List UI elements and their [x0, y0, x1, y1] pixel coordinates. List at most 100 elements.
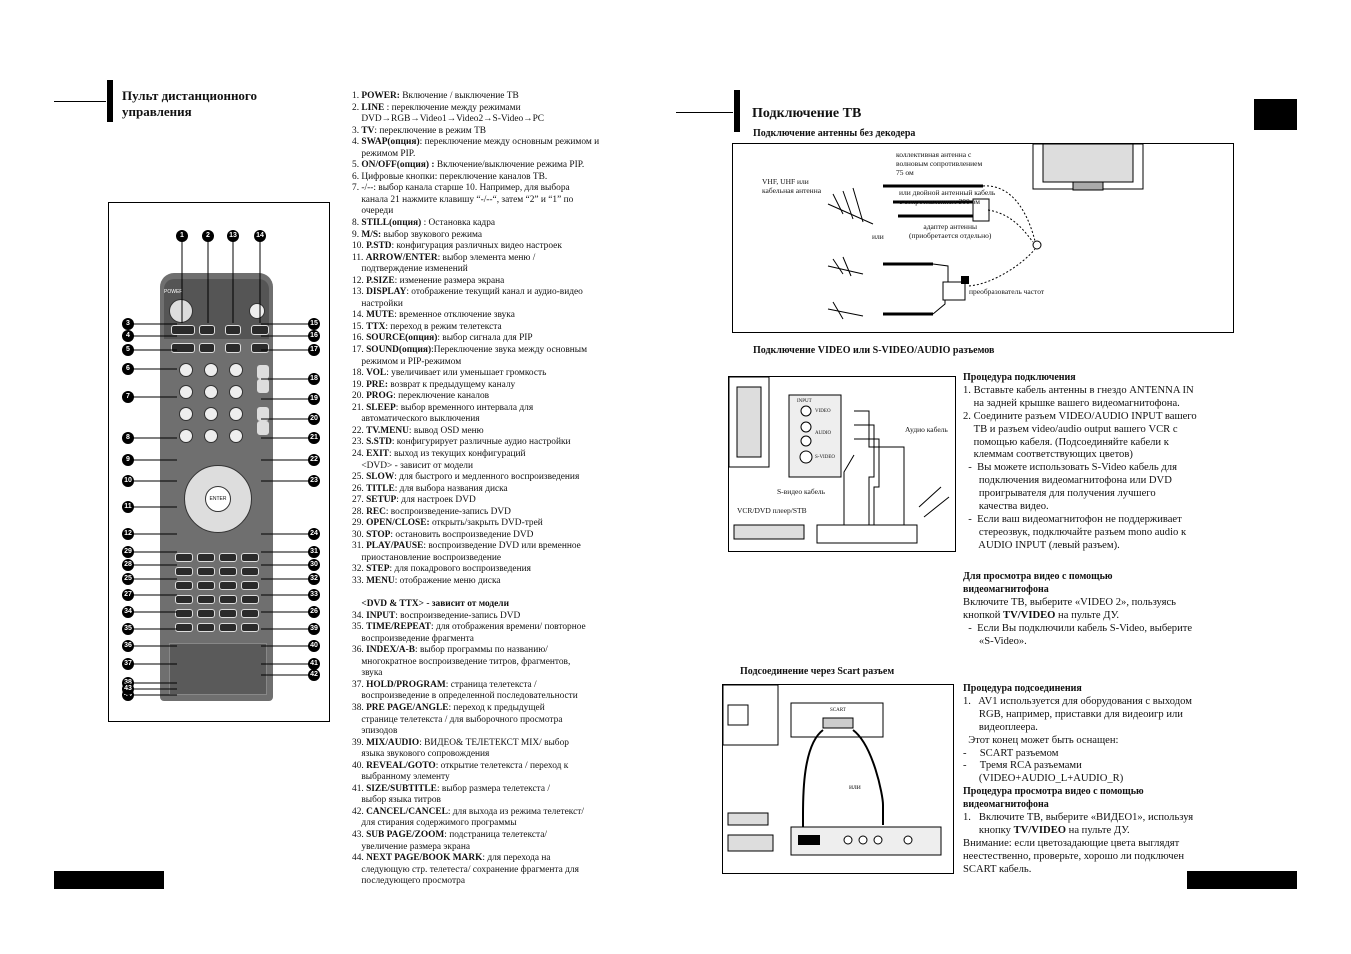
function-key	[241, 623, 259, 632]
item-number	[352, 818, 361, 828]
item-keyword: ON/OFF(опция) :	[361, 160, 435, 171]
callout-marker: 3	[122, 318, 134, 330]
list-item: 20. PROG: переключение каналов	[352, 391, 612, 403]
item-keyword: EXIT	[366, 448, 389, 459]
item-number	[352, 842, 361, 852]
item-text: : воспроизведение-запись DVD	[395, 610, 521, 621]
callout-marker: 9	[122, 454, 134, 466]
item-keyword: REC	[366, 506, 386, 517]
list-item: следующую стр. телетеста/ сохранение фра…	[352, 865, 612, 877]
callout-marker: 6	[122, 363, 134, 375]
item-number: 34.	[352, 610, 367, 621]
left-page-title: Пульт дистанционного управления	[122, 88, 258, 119]
item-number	[352, 553, 361, 563]
item-number: 14.	[352, 310, 367, 321]
item-text: : переключение между режимами	[384, 102, 521, 113]
right-title-rule	[676, 112, 733, 113]
item-number: 24.	[352, 448, 367, 459]
label-input: INPUT	[797, 399, 812, 404]
procedure-line: качества видео.	[963, 501, 1049, 513]
item-number: 3.	[352, 125, 362, 136]
procedure-line: - Тремя RCA разъемами	[963, 760, 1082, 772]
item-keyword: MIX/AUDIO	[366, 737, 420, 748]
list-item: подтверждение изменений	[352, 264, 612, 276]
remote-key	[171, 343, 195, 353]
function-key	[241, 567, 259, 576]
list-item: 27. SETUP: для настроек DVD	[352, 495, 612, 507]
callout-marker: 30	[308, 559, 320, 571]
right-page-title: Подключение ТВ	[752, 106, 862, 121]
list-item	[352, 588, 612, 600]
item-number: 15.	[352, 321, 367, 332]
item-text: Включение / выключение ТВ	[399, 91, 519, 101]
label-twin: или двойной антенный кабель с сопротивле…	[899, 188, 996, 206]
enter-button: ENTER	[205, 486, 231, 512]
item-text: выбор звукового режима	[381, 229, 483, 240]
item-keyword: SWAP(опция)	[361, 137, 420, 148]
item-text: : для быстрого и медленного воспроизведе…	[394, 472, 580, 483]
item-number: 5.	[352, 160, 362, 171]
list-item: 26. TITLE: для выбора названия диска	[352, 484, 612, 496]
list-item: 43. SUB PAGE/ZOOM: подстраница телетекст…	[352, 830, 612, 842]
item-number	[352, 715, 361, 725]
mute-button	[249, 303, 265, 319]
item-text: : переход к предыдущей	[448, 702, 545, 713]
list-item: 14. MUTE: временное отключение звука	[352, 310, 612, 322]
label-scart: SCART	[830, 708, 846, 713]
item-number	[352, 657, 361, 667]
list-item: 18. VOL: увеличивает или уменьшает громк…	[352, 368, 612, 380]
callout-marker: 23	[308, 475, 320, 487]
list-item: настройки	[352, 299, 612, 311]
video-heading: Подключение VIDEO или S-VIDEO/AUDIO разъ…	[753, 345, 995, 356]
item-number	[352, 668, 361, 678]
list-item: выбранному элементу	[352, 772, 612, 784]
item-number: 9.	[352, 229, 362, 240]
item-text: : подстраница телетекста/	[444, 830, 548, 840]
callout-marker: 43	[122, 683, 134, 695]
item-text: : страница телетекста /	[445, 679, 537, 690]
list-item: 37. HOLD/PROGRAM: страница телетекста /	[352, 680, 612, 692]
item-number	[352, 599, 361, 609]
item-number	[352, 726, 361, 736]
label-vcr: VCR/DVD плеер/STB	[737, 506, 807, 515]
item-text: Включение/выключение режима PIP.	[434, 160, 585, 171]
list-item: 38. PRE PAGE/ANGLE: переход к предыдущей	[352, 703, 612, 715]
digit-key	[179, 429, 193, 443]
antenna-diagram-art	[827, 144, 1144, 320]
item-keyword: HOLD/PROGRAM	[366, 679, 446, 690]
item-keyword: PRE PAGE/ANGLE	[366, 702, 449, 713]
procedure-line: (VIDEO+AUDIO_L+AUDIO_R)	[963, 773, 1124, 785]
item-number	[352, 772, 361, 782]
procedure-line: AUDIO INPUT (левый разъем).	[963, 539, 1120, 551]
digit-key	[204, 429, 218, 443]
item-number: 18.	[352, 368, 367, 379]
scart-procedure: Процедура подсоединения 1. AV1 используе…	[963, 683, 1221, 877]
item-text: воспроизведение фрагмента	[361, 633, 474, 644]
function-key	[241, 553, 259, 562]
function-key	[197, 623, 215, 632]
function-key	[219, 595, 237, 604]
item-text: выбор языка титров	[361, 795, 441, 806]
item-text: : ВИДЕО& ТЕЛЕТЕКСТ MIX/ выбор	[419, 737, 569, 748]
list-item: звука	[352, 668, 612, 680]
list-item: 15. TTX: переход в режим телетекста	[352, 322, 612, 334]
item-text: : остановить воспроизведение DVD	[390, 529, 534, 540]
digit-key	[204, 363, 218, 377]
item-text: языка звукового сопровождения	[361, 749, 490, 760]
label-adapter: адаптер антенны (приобретается отдельно)	[909, 222, 992, 240]
right-title-bar	[734, 90, 740, 132]
item-text: : для выбора названия диска	[394, 483, 508, 494]
label-svideo-cable: S-видео кабель	[777, 487, 826, 496]
callout-marker: 34	[122, 606, 134, 618]
procedure-line: - Вы можете использовать S-Video кабель …	[963, 462, 1177, 474]
remote-key	[171, 325, 195, 335]
list-item: 23. S.STD: конфигурирует различные аудио…	[352, 437, 612, 449]
procedure-line: ТВ и разъем video/audio output вашего VC…	[963, 423, 1178, 435]
item-text: <DVD> - зависит от модели	[361, 460, 473, 471]
label-scart-or: или	[849, 782, 861, 791]
digit-key	[204, 385, 218, 399]
item-number: 32.	[352, 564, 367, 575]
item-text: следующую стр. телетеста/ сохранение фра…	[361, 864, 579, 875]
remote-key	[225, 325, 241, 335]
remote-key	[199, 325, 215, 335]
